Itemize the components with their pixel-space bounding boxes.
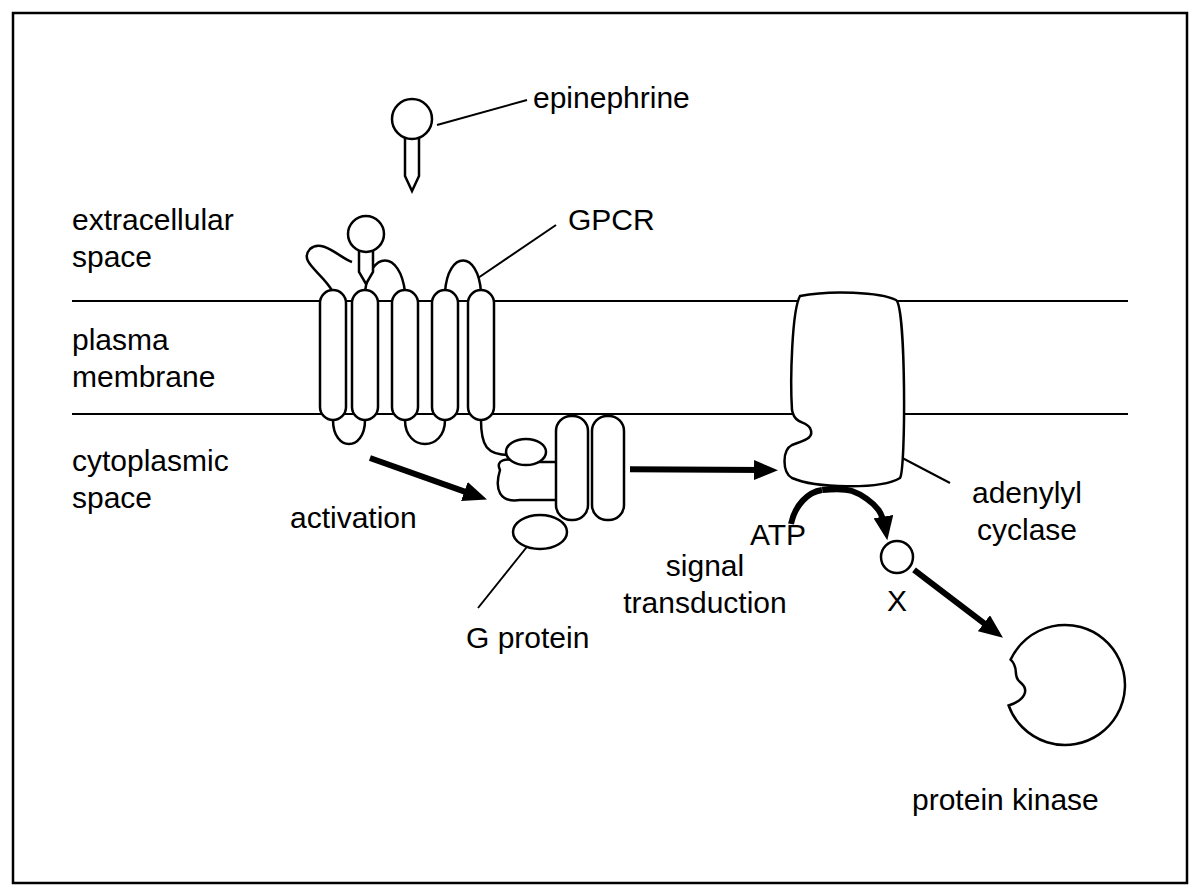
leader-line [437,100,527,125]
shape-part [1009,625,1125,745]
shape-part [320,290,346,420]
second-messenger: X [880,540,914,574]
node-outline [388,98,436,193]
membrane-line [72,413,1128,415]
shape-part [333,420,365,444]
node-label: GPCR [568,201,655,238]
shape-part [592,416,624,520]
shape-part [506,439,546,465]
shape-part [468,290,494,420]
arrow-connector [914,570,997,633]
enzyme-shape: adenylyl cyclase [778,292,908,490]
arrow-connector [822,489,886,532]
shape-part [392,290,418,420]
shape-part [359,248,373,284]
receptor-protein: GPCR [305,214,500,458]
shape-part [405,420,445,444]
shape-part [513,515,567,549]
arrow-connector [370,458,480,497]
membrane-line [72,300,1128,302]
shape-part [405,137,419,191]
node-label: epinephrine [533,79,690,116]
node-outline [305,214,500,458]
shape-part [352,290,378,420]
node-label: X [872,582,922,619]
frame-border [13,13,1187,883]
leader-line [478,225,556,278]
shape-part [445,261,481,293]
node-outline [1003,623,1127,747]
edge-label: ATP [750,516,806,553]
node-label: adenylyl cyclase [947,474,1107,548]
shape-part [307,246,352,292]
edge-label: signal transduction [610,547,800,621]
node-label: protein kinase [912,781,1099,818]
arrow-connector [630,466,770,473]
shape-part [432,290,458,420]
node-label: G protein [466,619,589,656]
node-outline [487,414,630,552]
region-label: plasma membrane [72,321,272,395]
shape-part [392,99,432,139]
ligand-molecule: epinephrine [388,98,436,193]
shape-part [881,541,913,573]
region-label: extracellular space [72,201,272,275]
shape-part [785,293,905,487]
shape-part [556,416,588,520]
region-label: cytoplasmic space [72,442,272,516]
edge-label: activation [290,499,417,536]
node-outline [880,540,914,574]
g-protein: G protein [487,414,630,552]
kinase-shape: protein kinase [1003,623,1127,747]
shape-part [348,216,384,252]
leader-line [478,543,530,608]
node-outline [778,292,908,490]
